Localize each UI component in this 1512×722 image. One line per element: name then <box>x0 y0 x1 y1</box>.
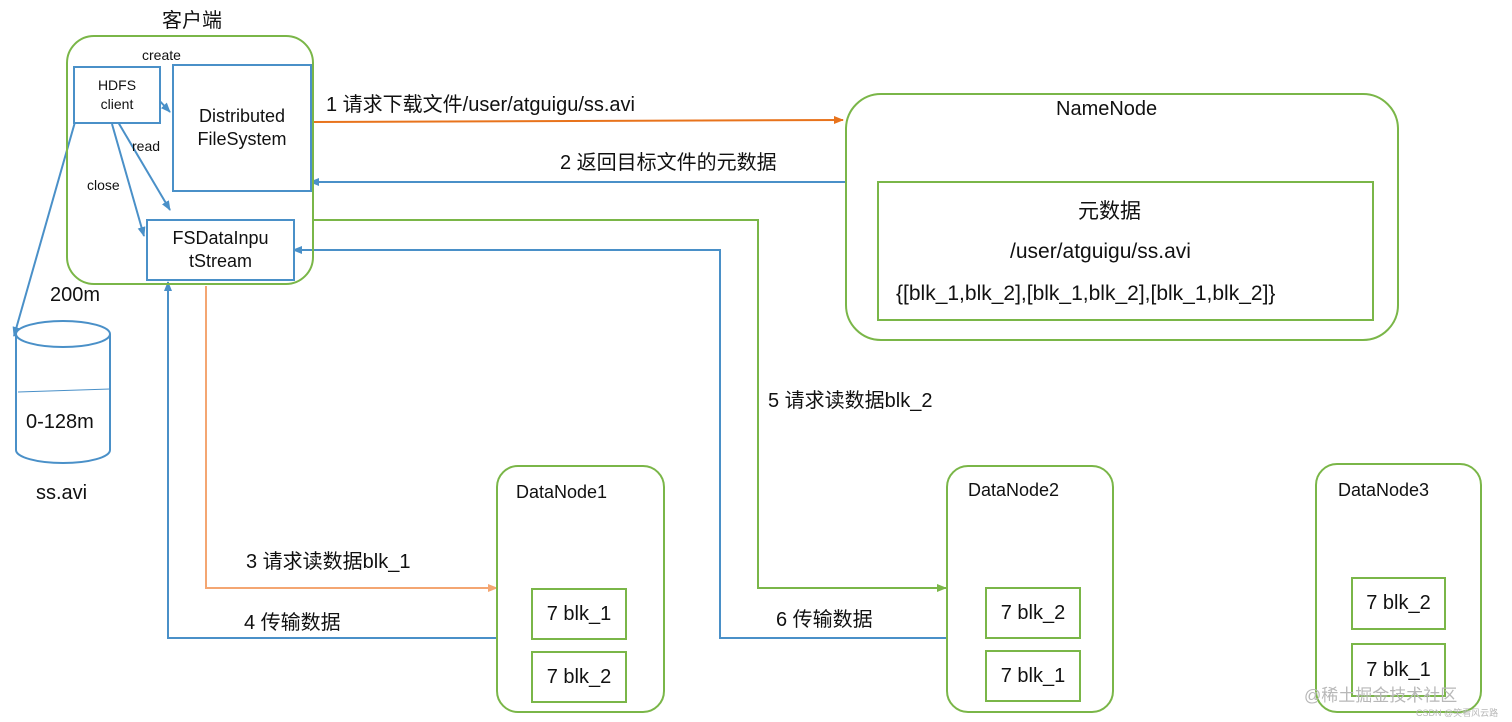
step-4-label: 4 传输数据 <box>244 612 341 634</box>
step-2-label: 2 返回目标文件的元数据 <box>560 152 777 174</box>
metadata-blocks: {[blk_1,blk_2],[blk_1,blk_2],[blk_1,blk_… <box>896 282 1276 305</box>
client-title: 客户端 <box>162 10 222 32</box>
hdfs-client-label: HDFS client <box>97 77 137 112</box>
distributed-filesystem-label: Distributed FileSystem <box>197 106 287 149</box>
arrow-step-1 <box>311 116 844 125</box>
arrow-step-3 <box>205 286 498 592</box>
datanode1-container <box>496 465 665 713</box>
arrow-read <box>117 121 171 211</box>
metadata-title: 元数据 <box>1078 200 1141 223</box>
file-size-label: 200m <box>50 284 101 306</box>
datanode3-block-2: 7 blk_1 <box>1351 643 1446 697</box>
datanode1-block-1: 7 blk_1 <box>531 588 627 640</box>
metadata-box <box>877 181 1374 321</box>
datanode3-block-1: 7 blk_2 <box>1351 577 1446 630</box>
datanode2-container <box>946 465 1114 713</box>
datanode3-container <box>1315 463 1482 713</box>
datanode3-block-1-label: 7 blk_2 <box>1366 592 1431 614</box>
label-close: close <box>87 177 120 193</box>
watermark-main: @稀土掘金技术社区 <box>1304 686 1458 705</box>
arrow-step-5 <box>312 219 947 592</box>
metadata-path: /user/atguigu/ss.avi <box>1010 240 1191 263</box>
datanode2-block-2: 7 blk_1 <box>985 650 1081 702</box>
hdfs-client-box: HDFS client <box>73 66 161 124</box>
file-name-label: ss.avi <box>36 482 88 504</box>
datanode2-block-2-label: 7 blk_1 <box>1000 664 1066 687</box>
step-1-label: 1 请求下载文件/user/atguigu/ss.avi <box>326 94 635 116</box>
step-6-label: 6 传输数据 <box>776 609 873 631</box>
namenode-title: NameNode <box>1056 98 1158 120</box>
file-cylinder <box>15 320 111 464</box>
arrow-step-4 <box>164 281 496 639</box>
namenode-container <box>845 93 1399 341</box>
datanode1-block-1-label: 7 blk_1 <box>546 602 612 625</box>
arrow-client-to-file <box>12 121 76 337</box>
client-container <box>66 35 314 285</box>
datanode3-title: DataNode3 <box>1338 480 1430 500</box>
datanode2-block-1-label: 7 blk_2 <box>1000 601 1066 624</box>
arrow-close <box>111 123 146 237</box>
file-segment-label: 0-128m <box>26 411 94 433</box>
datanode2-title: DataNode2 <box>968 480 1060 500</box>
datanode3-block-2-label: 7 blk_1 <box>1366 658 1431 681</box>
step-5-label: 5 请求读数据blk_2 <box>768 390 933 412</box>
distributed-filesystem-box: Distributed FileSystem <box>172 64 312 192</box>
arrow-step-6 <box>292 246 946 639</box>
label-create: create <box>142 47 181 63</box>
datanode1-block-2-label: 7 blk_2 <box>546 665 612 688</box>
datanode2-block-1: 7 blk_2 <box>985 587 1081 639</box>
datanode1-title: DataNode1 <box>516 482 608 502</box>
fsdatainputstream-label: FSDataInpu tStream <box>172 228 269 271</box>
watermark-sub: CSDN @笑看风云路 <box>1416 708 1499 718</box>
datanode1-block-2: 7 blk_2 <box>531 651 627 703</box>
fsdatainputstream-box: FSDataInpu tStream <box>146 219 295 281</box>
label-read: read <box>132 138 161 154</box>
step-3-label: 3 请求读数据blk_1 <box>246 551 411 573</box>
